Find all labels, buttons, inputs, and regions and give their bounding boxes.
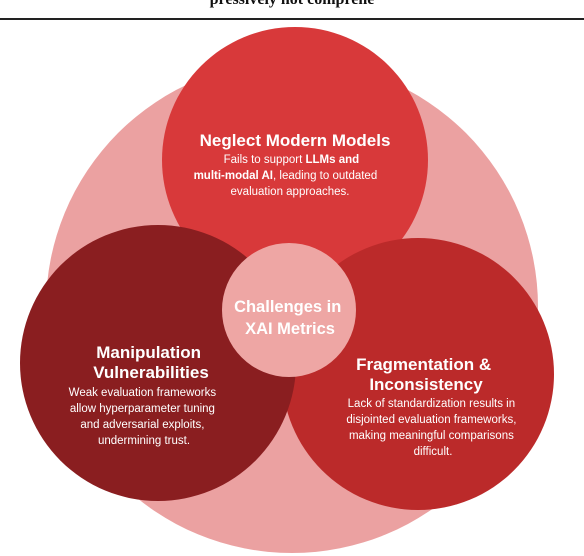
right-desc-line-1: Lack of standardization results in (348, 398, 515, 410)
top-desc-segment: , leading to outdated (273, 170, 377, 182)
left-desc-line-4: undermining trust. (98, 435, 190, 447)
left-title-line-1: Manipulation (96, 343, 201, 362)
left-node-title: Manipulation Vulnerabilities (93, 343, 209, 382)
top-desc-bold-segment: LLMs and (305, 154, 359, 166)
top-desc-segment: Fails to support (224, 154, 306, 166)
top-desc-line-1: Fails to support LLMs and (224, 154, 363, 166)
right-node-description: Lack of standardization results in disjo… (346, 398, 519, 458)
top-node-title: Neglect Modern Models (200, 131, 391, 150)
top-desc-line-3: evaluation approaches. (231, 186, 350, 198)
right-title-line-1: Fragmentation & (356, 355, 491, 374)
left-desc-line-2: allow hyperparameter tuning (70, 403, 215, 415)
cropped-caption-text: pressively not comprehe (0, 0, 584, 9)
cropped-caption-strip: pressively not comprehe (0, 0, 584, 20)
center-circle (222, 243, 356, 377)
top-node-description: Fails to support LLMs and multi-modal AI… (194, 154, 381, 198)
right-desc-line-4: difficult. (414, 446, 453, 458)
right-desc-line-2: disjointed evaluation frameworks, (346, 414, 516, 426)
right-desc-line-3: making meaningful comparisons (349, 430, 514, 442)
center-label-line-2: XAI Metrics (245, 320, 335, 338)
center-label: Challenges in XAI Metrics (234, 298, 346, 338)
top-desc-bold-segment: multi-modal AI (194, 170, 273, 182)
top-desc-line-2: multi-modal AI, leading to outdated (194, 170, 381, 182)
left-title-line-2: Vulnerabilities (93, 363, 209, 382)
top-node-circle (162, 27, 428, 293)
center-label-line-1: Challenges in (234, 298, 341, 316)
left-desc-line-3: and adversarial exploits, (80, 419, 204, 431)
right-node-title: Fragmentation & Inconsistency (356, 355, 496, 394)
left-node-description: Weak evaluation frameworks allow hyperpa… (69, 387, 220, 447)
right-title-line-2: Inconsistency (369, 375, 483, 394)
left-desc-line-1: Weak evaluation frameworks (69, 387, 217, 399)
